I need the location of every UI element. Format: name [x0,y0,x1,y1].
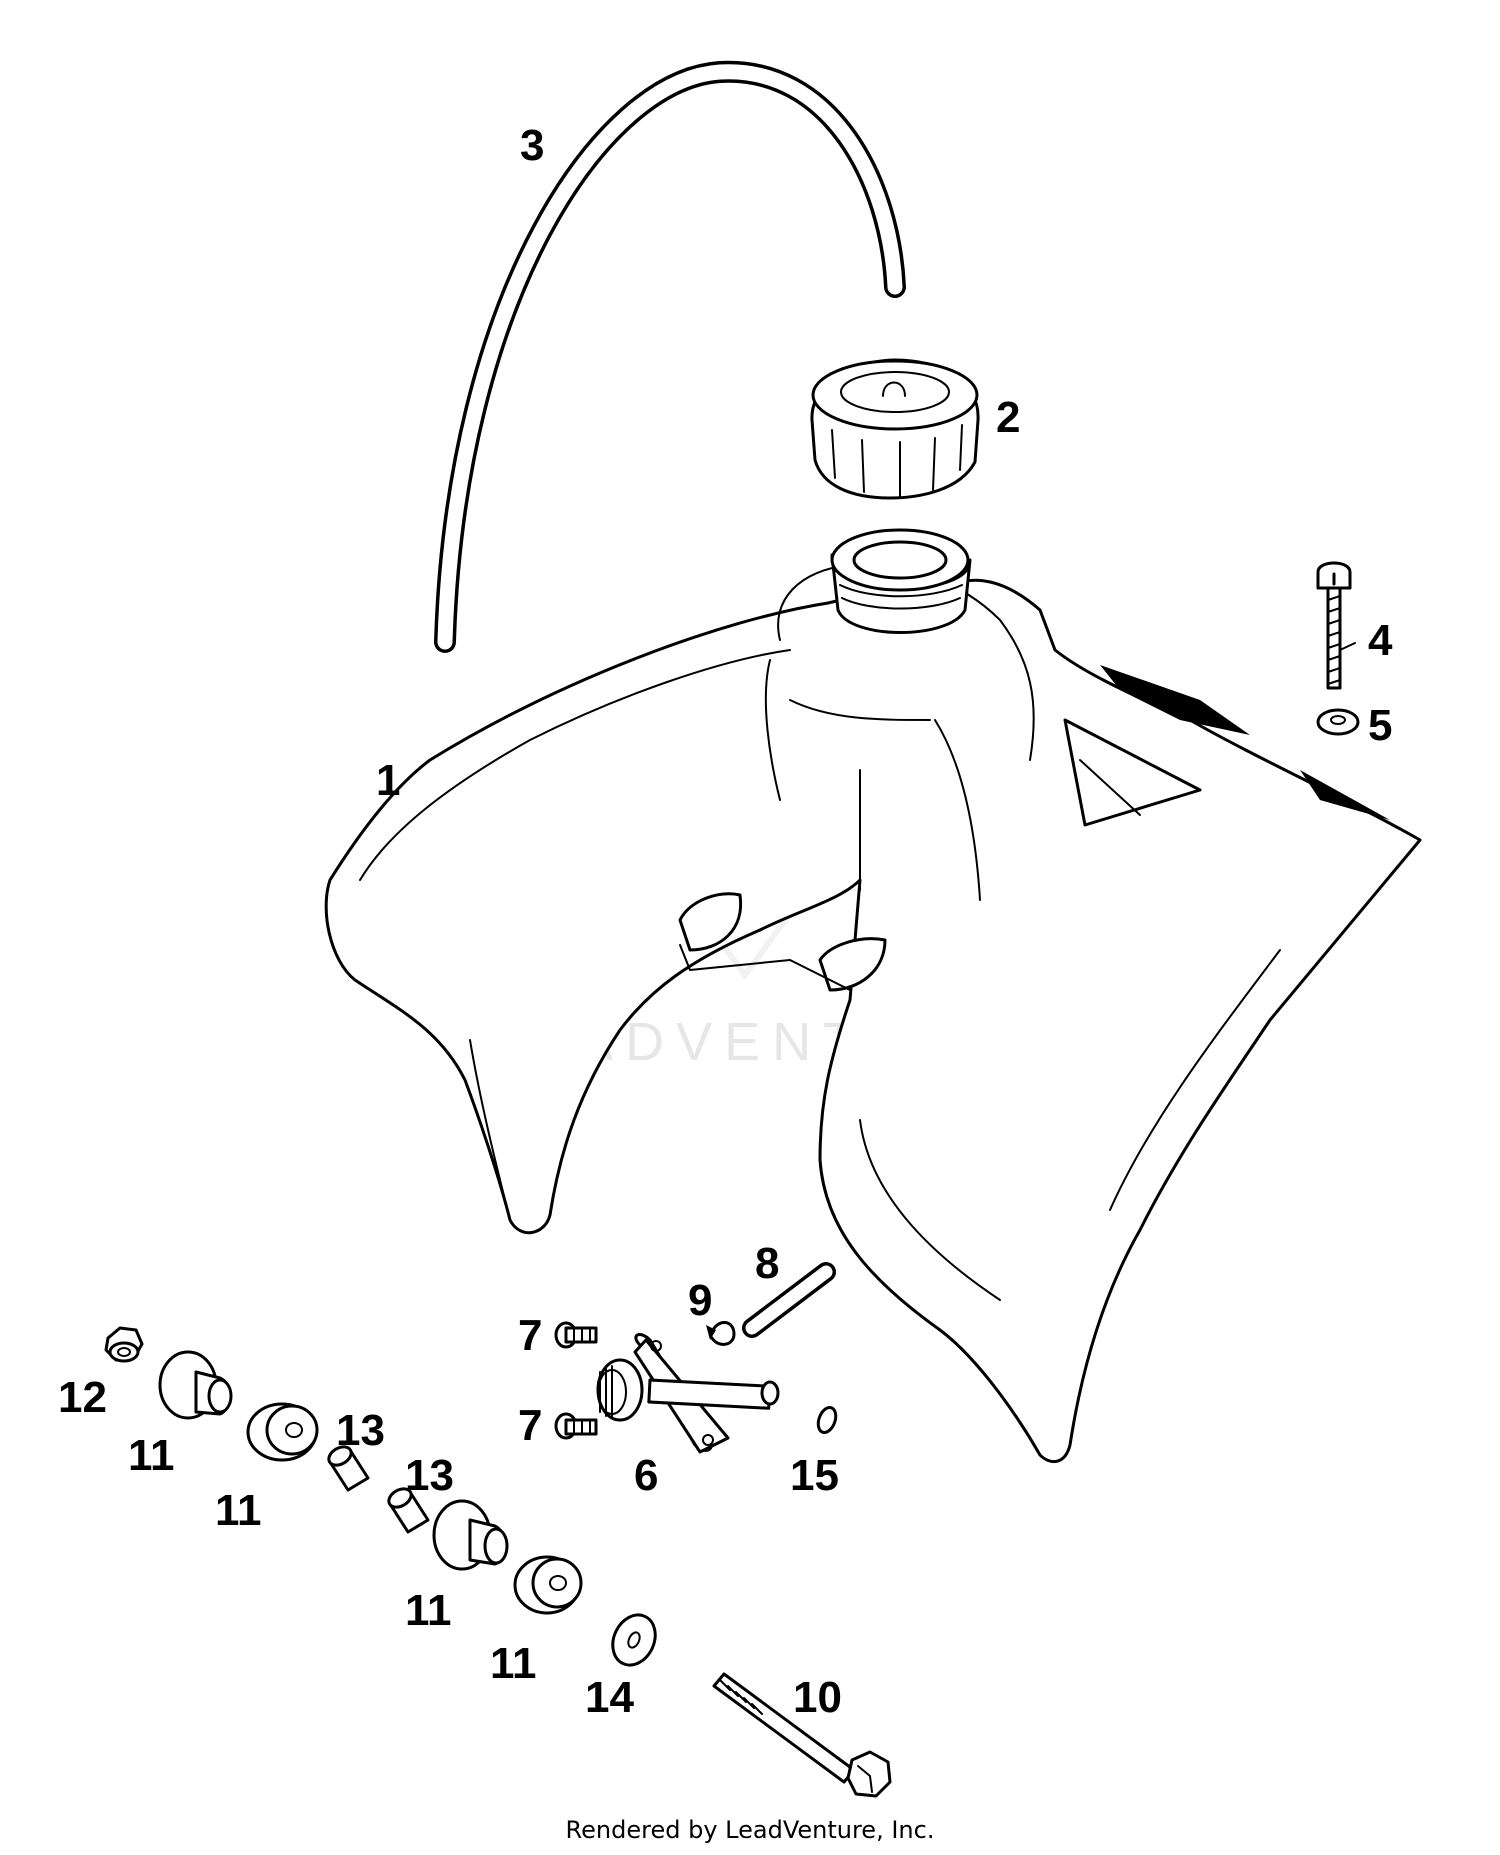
callout-7-lower: 7 [518,1401,542,1450]
rubber-bushing-4[interactable] [513,1555,583,1615]
hex-bolt[interactable] [712,1672,892,1798]
collar-nut[interactable] [104,1326,144,1363]
callout-3: 3 [520,121,544,170]
rubber-bushing-2[interactable] [246,1402,319,1462]
o-ring[interactable] [815,1405,839,1435]
callout-11-b: 11 [215,1486,262,1535]
fuel-tank[interactable] [324,528,1422,1464]
spacer-sleeve-1[interactable] [326,1443,370,1492]
screw[interactable] [1316,561,1352,690]
hose-clip[interactable] [706,1321,736,1346]
callout-11-d: 11 [490,1639,537,1688]
flat-washer[interactable] [605,1608,663,1672]
spacer-sleeve-2[interactable] [386,1485,430,1534]
callout-13-b: 13 [405,1451,454,1500]
screw-upper[interactable] [554,1321,598,1349]
callout-13-a: 13 [336,1406,385,1455]
washer[interactable] [1316,708,1360,736]
callout-labels: 1 2 3 4 5 6 7 7 8 9 10 11 11 11 11 12 13… [58,121,1393,1722]
callout-1: 1 [376,756,400,805]
rubber-bushing-3[interactable] [432,1499,509,1571]
leader-lines [1339,642,1356,651]
callout-6: 6 [634,1451,658,1500]
fuel-line[interactable] [742,1262,836,1338]
callout-5: 5 [1368,701,1392,750]
callout-12: 12 [58,1373,107,1422]
fuel-tap[interactable] [596,1333,780,1454]
callout-14: 14 [585,1673,634,1722]
callout-7-upper: 7 [518,1311,542,1360]
callout-9: 9 [688,1276,712,1325]
callout-11-a: 11 [128,1431,175,1480]
callout-11-c: 11 [405,1586,452,1635]
screw-lower[interactable] [554,1412,598,1440]
callout-4: 4 [1368,616,1393,665]
callout-10: 10 [793,1673,842,1722]
footer-credit: Rendered by LeadVenture, Inc. [565,1816,935,1844]
callout-8: 8 [755,1239,779,1288]
callout-15: 15 [790,1451,839,1500]
fuel-cap[interactable] [810,358,980,500]
rubber-bushing-1[interactable] [158,1350,233,1420]
vent-hose[interactable] [434,60,906,653]
callout-2: 2 [996,393,1020,442]
